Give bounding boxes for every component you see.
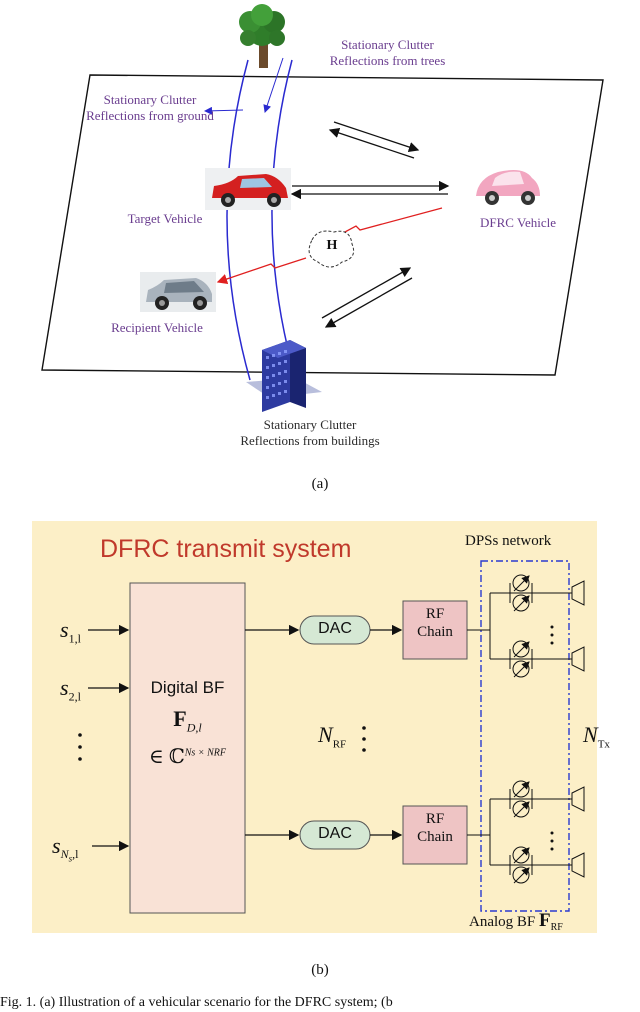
- clutter-buildings-label: Stationary Clutter Reflections from buil…: [240, 417, 380, 448]
- input-s2: s2,l: [60, 675, 81, 704]
- analog-bf-frame: [480, 560, 570, 912]
- fd-matrix-label: FD,l: [173, 706, 202, 735]
- clutter-trees-label: Stationary Clutter Reflections from tree…: [329, 37, 446, 68]
- rf-chain-top-block: [402, 600, 468, 660]
- channel-cloud: [308, 230, 355, 268]
- digital-bf-block: [129, 582, 246, 914]
- clutter-arc-right: [271, 59, 297, 381]
- n-rf-label: NRF: [318, 722, 347, 751]
- caption-a: (a): [311, 476, 329, 492]
- scenario-illustration: [41, 4, 604, 412]
- rf-chain-bottom-label: RF Chain: [417, 811, 453, 845]
- tree-clutter-arrow: [263, 57, 284, 113]
- building-icon: [246, 340, 322, 412]
- target-vehicle-icon: [205, 168, 291, 210]
- tree-icon: [239, 4, 285, 68]
- transmit-system-diagram: [32, 521, 597, 933]
- dfrc-vehicle-label: DFRC Vehicle: [480, 215, 556, 230]
- caption-b: (b): [311, 962, 329, 978]
- rf-chain-top-label: RF Chain: [417, 606, 453, 640]
- analog-bf-label: Analog BF FRF: [469, 910, 563, 933]
- ground-clutter-arrow: [204, 106, 244, 115]
- dac-bottom-label: DAC: [318, 825, 352, 842]
- phase-shifter-group: [490, 574, 585, 884]
- n-tx-label: NTx: [583, 722, 610, 751]
- input-sn: sNs,l: [52, 833, 79, 864]
- target-vehicle-label: Target Vehicle: [127, 211, 203, 226]
- recipient-vehicle-icon: [140, 272, 216, 312]
- input-s1: s1,l: [60, 617, 81, 646]
- rf-chain-bottom-block: [402, 805, 468, 865]
- channel-label: H: [326, 238, 338, 253]
- dac-top-label: DAC: [318, 620, 352, 637]
- clutter-ground-label: Stationary Clutter Reflections from grou…: [86, 92, 214, 123]
- clutter-arc-left: [226, 59, 251, 381]
- fd-dimension-label: ∈ ℂNs × NRF: [149, 746, 226, 768]
- system-background: [32, 521, 597, 933]
- dps-network-label: DPSs network: [465, 533, 552, 549]
- recipient-vehicle-label: Recipient Vehicle: [111, 320, 203, 335]
- dfrc-vehicle-icon: [476, 170, 540, 205]
- figure-caption: Fig. 1. (a) Illustration of a vehicular …: [0, 995, 393, 1010]
- digital-bf-label: Digital BF: [150, 678, 225, 697]
- system-title: DFRC transmit system: [100, 535, 352, 563]
